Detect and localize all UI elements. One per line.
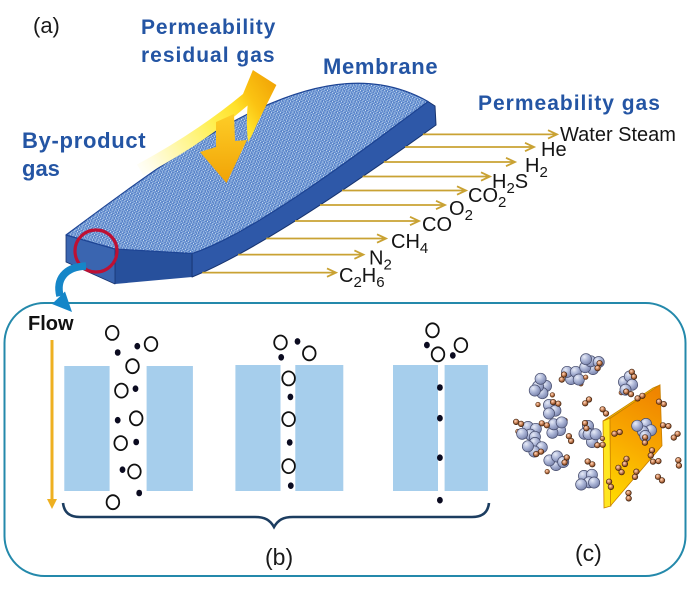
svg-text:residual gas: residual gas bbox=[141, 44, 276, 67]
svg-text:N2: N2 bbox=[369, 248, 392, 274]
svg-text:CH4: CH4 bbox=[391, 231, 428, 257]
svg-text:Permeability: Permeability bbox=[141, 16, 276, 39]
svg-text:H2: H2 bbox=[525, 155, 548, 181]
svg-text:O2: O2 bbox=[449, 198, 473, 224]
svg-text:Water Steam: Water Steam bbox=[560, 124, 676, 146]
svg-text:CO2: CO2 bbox=[468, 185, 506, 211]
svg-text:C2H6: C2H6 bbox=[339, 265, 385, 291]
svg-text:By-product: By-product bbox=[22, 128, 146, 153]
svg-text:Membrane: Membrane bbox=[323, 54, 438, 79]
svg-text:H2S: H2S bbox=[492, 171, 528, 197]
svg-text:Flow: Flow bbox=[28, 313, 74, 335]
svg-text:He: He bbox=[541, 139, 567, 161]
svg-text:CO: CO bbox=[422, 214, 452, 236]
svg-text:(c): (c) bbox=[575, 540, 602, 566]
svg-text:(b): (b) bbox=[265, 544, 293, 570]
svg-text:gas: gas bbox=[22, 156, 60, 181]
svg-text:Permeability gas: Permeability gas bbox=[478, 92, 661, 115]
svg-text:(a): (a) bbox=[33, 13, 60, 38]
